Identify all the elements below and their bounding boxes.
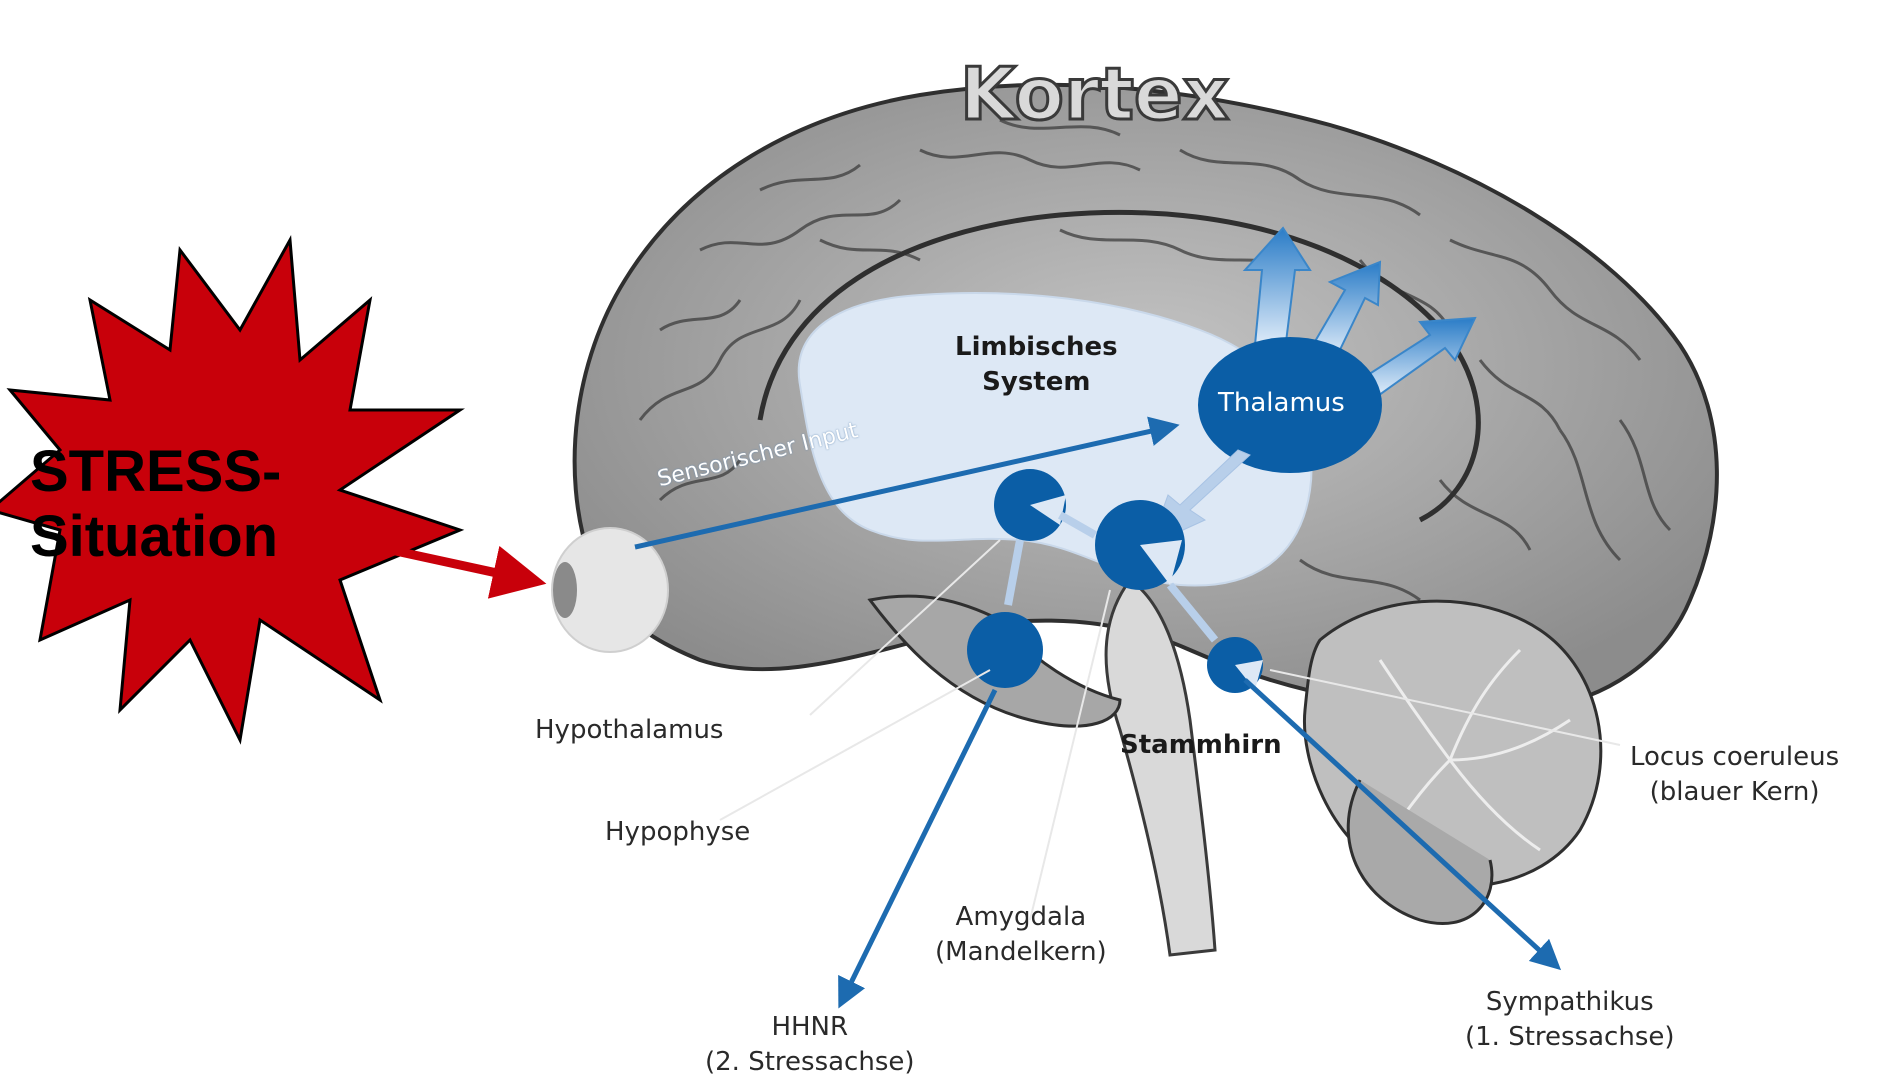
locus-coeruleus-node [1207, 637, 1263, 693]
locus-line-2: (blauer Kern) [1630, 775, 1839, 810]
amygdala-line-1: Amygdala [935, 900, 1107, 935]
limbic-line-1: Limbisches [955, 330, 1118, 365]
amygdala-node [1095, 500, 1185, 590]
hhnr-line-2: (2. Stressachse) [705, 1045, 915, 1080]
hypothalamus-node [994, 469, 1066, 541]
thalamus-label: Thalamus [1218, 388, 1345, 418]
stammhirn-label: Stammhirn [1120, 728, 1282, 763]
locus-coeruleus-label: Locus coeruleus (blauer Kern) [1630, 740, 1839, 810]
cortex-title: Kortex [960, 52, 1229, 136]
stress-line-1: STRESS- [30, 440, 281, 505]
sympathikus-line-1: Sympathikus [1465, 985, 1675, 1020]
sympathikus-line-2: (1. Stressachse) [1465, 1020, 1675, 1055]
amygdala-label: Amygdala (Mandelkern) [935, 900, 1107, 970]
hhnr-line-1: HHNR [705, 1010, 915, 1045]
hypothalamus-label: Hypothalamus [535, 713, 723, 748]
limbic-line-2: System [955, 365, 1118, 400]
eye-icon [552, 528, 668, 652]
stress-line-2: Situation [30, 505, 281, 570]
hypophyse-label: Hypophyse [605, 815, 750, 850]
amygdala-line-2: (Mandelkern) [935, 935, 1107, 970]
hhnr-label: HHNR (2. Stressachse) [705, 1010, 915, 1080]
stress-situation-label: STRESS- Situation [30, 440, 281, 570]
sympathikus-label: Sympathikus (1. Stressachse) [1465, 985, 1675, 1055]
limbic-system-label: Limbisches System [955, 330, 1118, 400]
locus-line-1: Locus coeruleus [1630, 740, 1839, 775]
